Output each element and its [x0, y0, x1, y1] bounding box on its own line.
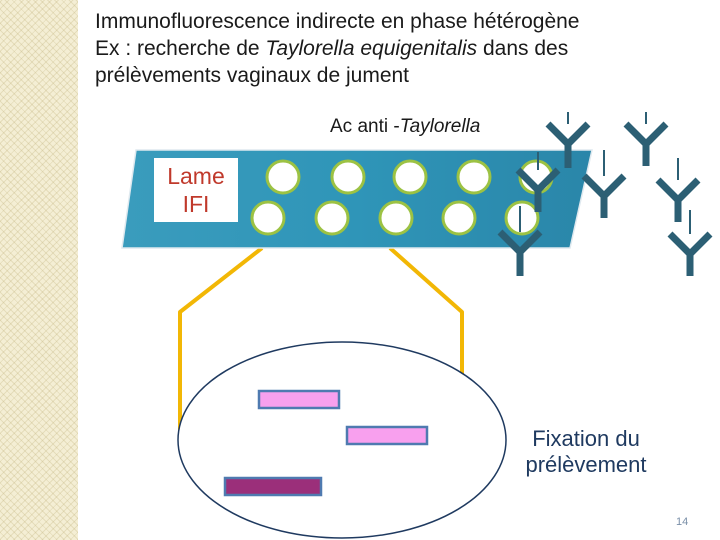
bacterium-light — [347, 427, 427, 444]
sample-zoom-ellipse — [178, 342, 506, 538]
well — [394, 161, 426, 193]
antibody-label-species: Taylorella — [400, 116, 481, 137]
well — [458, 161, 490, 193]
antibody-icon — [626, 112, 666, 166]
fixation-label-line-1: Fixation du — [496, 426, 676, 452]
slide-label-line-2: IFI — [154, 190, 238, 218]
fixation-label: Fixation du prélèvement — [496, 426, 676, 478]
fixation-label-line-2: prélèvement — [496, 452, 676, 478]
bacterium-light — [259, 391, 339, 408]
well — [252, 202, 284, 234]
well — [267, 161, 299, 193]
well — [332, 161, 364, 193]
antibody-label-prefix: Ac anti - — [330, 116, 400, 137]
slide-label-line-1: Lame — [154, 162, 238, 190]
slide-label: Lame IFI — [154, 158, 238, 222]
well — [380, 202, 412, 234]
antibody-icon — [658, 158, 698, 222]
well — [443, 202, 475, 234]
page-number: 14 — [676, 516, 688, 528]
well — [316, 202, 348, 234]
bacterium-dark — [225, 478, 321, 495]
antibody-label: Ac anti -Taylorella — [330, 116, 480, 138]
well — [506, 202, 538, 234]
